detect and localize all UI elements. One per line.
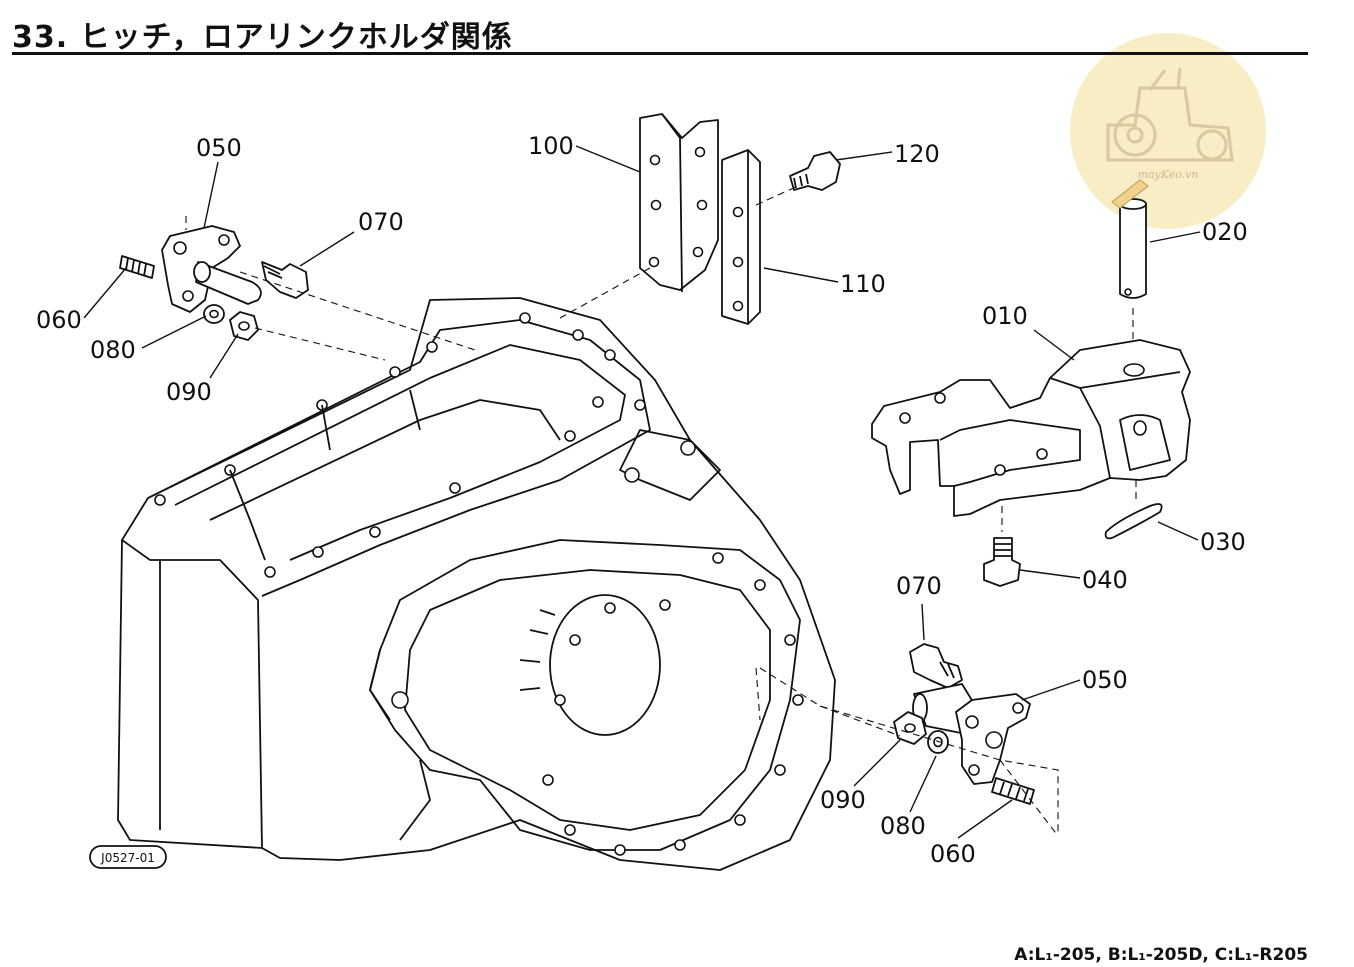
callout-050-left: 050 [196,134,242,162]
callout-100: 100 [528,132,574,160]
callout-090-right: 090 [820,786,866,814]
callout-050-right: 050 [1082,666,1128,694]
bracket-group [559,113,893,325]
watermark-logo: mayKeo.vn [1070,33,1266,229]
callout-120: 120 [894,140,940,168]
r-pin-030 [1104,503,1163,540]
bell-bolts [391,552,804,856]
bolt-120 [789,151,841,191]
left-holder-assembly [83,161,476,379]
drawing-code-badge: J0527-01 [89,845,167,869]
model-applicability-note: A:L₁-205, B:L₁-205D, C:L₁-R205 [1014,945,1308,965]
flange-bolts [154,312,646,578]
hitch-pin-020 [1119,203,1147,299]
tractor-icon [1106,67,1234,162]
callout-090-left: 090 [166,378,212,406]
watermark-text: mayKeo.vn [1138,168,1199,181]
callout-020: 020 [1202,218,1248,246]
callout-030: 030 [1200,528,1246,556]
right-holder-assembly [755,603,1081,839]
callout-080-right: 080 [880,812,926,840]
drawing-code: J0527-01 [100,851,155,865]
hitch-assembly [871,179,1201,587]
bracket-110 [721,149,761,325]
callout-070-left: 070 [358,208,404,236]
holder-pin-left [195,261,262,305]
callout-labels: 050 070 060 080 090 100 110 120 020 010 … [36,132,1248,868]
callout-040: 040 [1082,566,1128,594]
callout-070-right: 070 [896,572,942,600]
callout-110: 110 [840,270,886,298]
page-header: 33. ヒッチ，ロアリンクホルダ関係 [12,8,1308,56]
callout-010: 010 [982,302,1028,330]
stud-060-left [119,255,155,279]
header-rule [12,52,1308,55]
bolt-070-right [909,643,963,689]
transmission-case [117,297,836,871]
bolt-040 [983,537,1021,587]
page-title: 33. ヒッチ，ロアリンクホルダ関係 [12,20,513,55]
callout-060-left: 060 [36,306,82,334]
callout-060-right: 060 [930,840,976,868]
callout-080-left: 080 [90,336,136,364]
